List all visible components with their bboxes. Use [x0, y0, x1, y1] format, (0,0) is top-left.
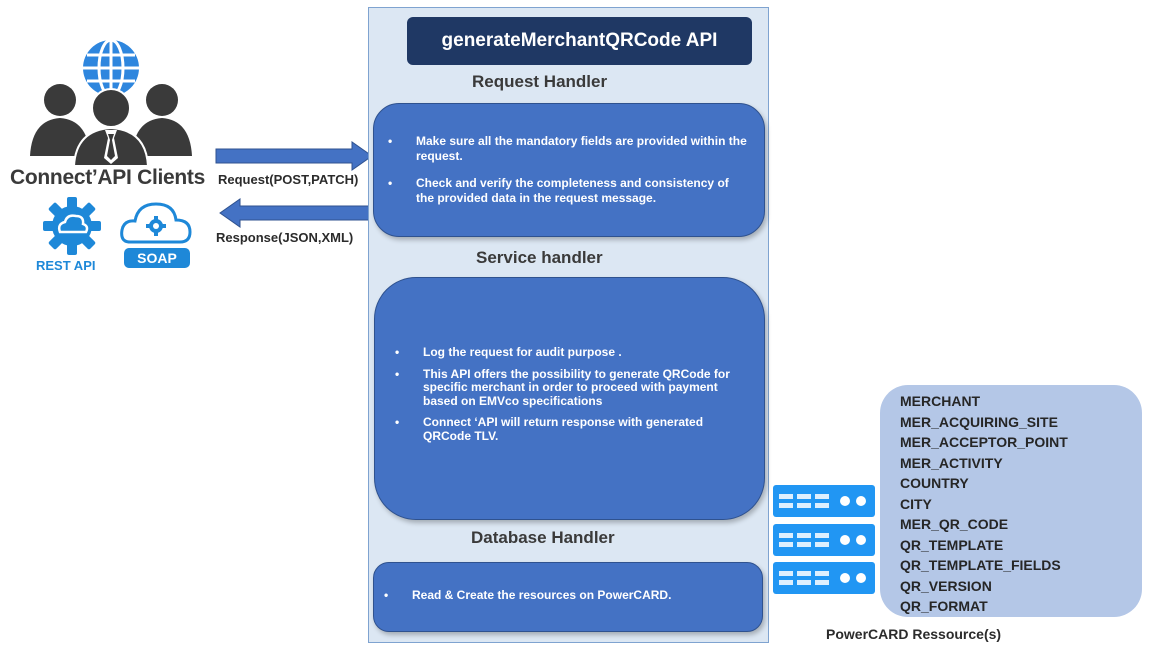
- service-handler-box: Log the request for audit purpose . This…: [374, 277, 765, 520]
- cloud-gear-icon: SOAP: [120, 202, 192, 268]
- resource-item: QR_FORMAT: [900, 598, 988, 614]
- resources-caption: PowerCARD Ressource(s): [826, 626, 1002, 642]
- resource-item: QR_TEMPLATE_FIELDS: [900, 557, 1061, 573]
- resource-item: COUNTRY: [900, 475, 969, 491]
- response-label: Response(JSON,XML): [216, 230, 354, 245]
- request-handler-box: Make sure all the mandatory fields are p…: [373, 103, 765, 237]
- soap-label: SOAP: [137, 250, 177, 266]
- list-item: Log the request for audit purpose .: [395, 345, 740, 360]
- resource-item: CITY: [900, 495, 932, 512]
- resource-item: MER_QR_CODE: [900, 516, 1009, 532]
- database-handler-title: Database Handler: [471, 528, 615, 547]
- service-handler-list: Log the request for audit purpose . This…: [395, 345, 740, 451]
- server-unit: [773, 524, 875, 556]
- server-stack-icon: [773, 485, 875, 594]
- server-unit: [773, 562, 875, 594]
- resource-item: MER_ACTIVITY: [900, 454, 1003, 471]
- resources-box: MERCHANT MER_ACQUIRING_SITE MER_ACCEPTOR…: [880, 385, 1142, 617]
- clients-title: Connect’API Clients: [10, 166, 205, 189]
- list-item: This API offers the possibility to gener…: [395, 367, 740, 409]
- request-handler-title: Request Handler: [472, 72, 608, 91]
- gear-cloud-icon: [43, 197, 101, 255]
- resource-item: MER_ACQUIRING_SITE: [900, 413, 1058, 430]
- list-item: Check and verify the completeness and co…: [388, 176, 748, 206]
- list-item: Read & Create the resources on PowerCARD…: [384, 588, 744, 603]
- list-item: Connect ‘API will return response with g…: [395, 415, 740, 443]
- service-handler-title: Service handler: [476, 248, 603, 267]
- request-response-arrows: [215, 141, 373, 228]
- resource-item: MER_ACCEPTOR_POINT: [900, 434, 1068, 450]
- resource-item: QR_VERSION: [900, 577, 992, 594]
- users-globe-icon: [30, 38, 192, 167]
- request-handler-list: Make sure all the mandatory fields are p…: [388, 134, 748, 218]
- database-handler-box: Read & Create the resources on PowerCARD…: [373, 562, 763, 632]
- resource-item: MERCHANT: [900, 393, 981, 409]
- resource-item: QR_TEMPLATE: [900, 536, 1004, 553]
- request-label: Request(POST,PATCH): [218, 172, 359, 187]
- database-handler-list: Read & Create the resources on PowerCARD…: [384, 588, 744, 603]
- list-item: Make sure all the mandatory fields are p…: [388, 134, 748, 164]
- rest-api-label: REST API: [36, 258, 96, 273]
- resources-list: MERCHANT MER_ACQUIRING_SITE MER_ACCEPTOR…: [900, 391, 1068, 617]
- api-title: generateMerchantQRCode API: [407, 17, 752, 65]
- response-arrow: [219, 198, 373, 228]
- request-arrow: [215, 141, 373, 171]
- server-unit: [773, 485, 875, 517]
